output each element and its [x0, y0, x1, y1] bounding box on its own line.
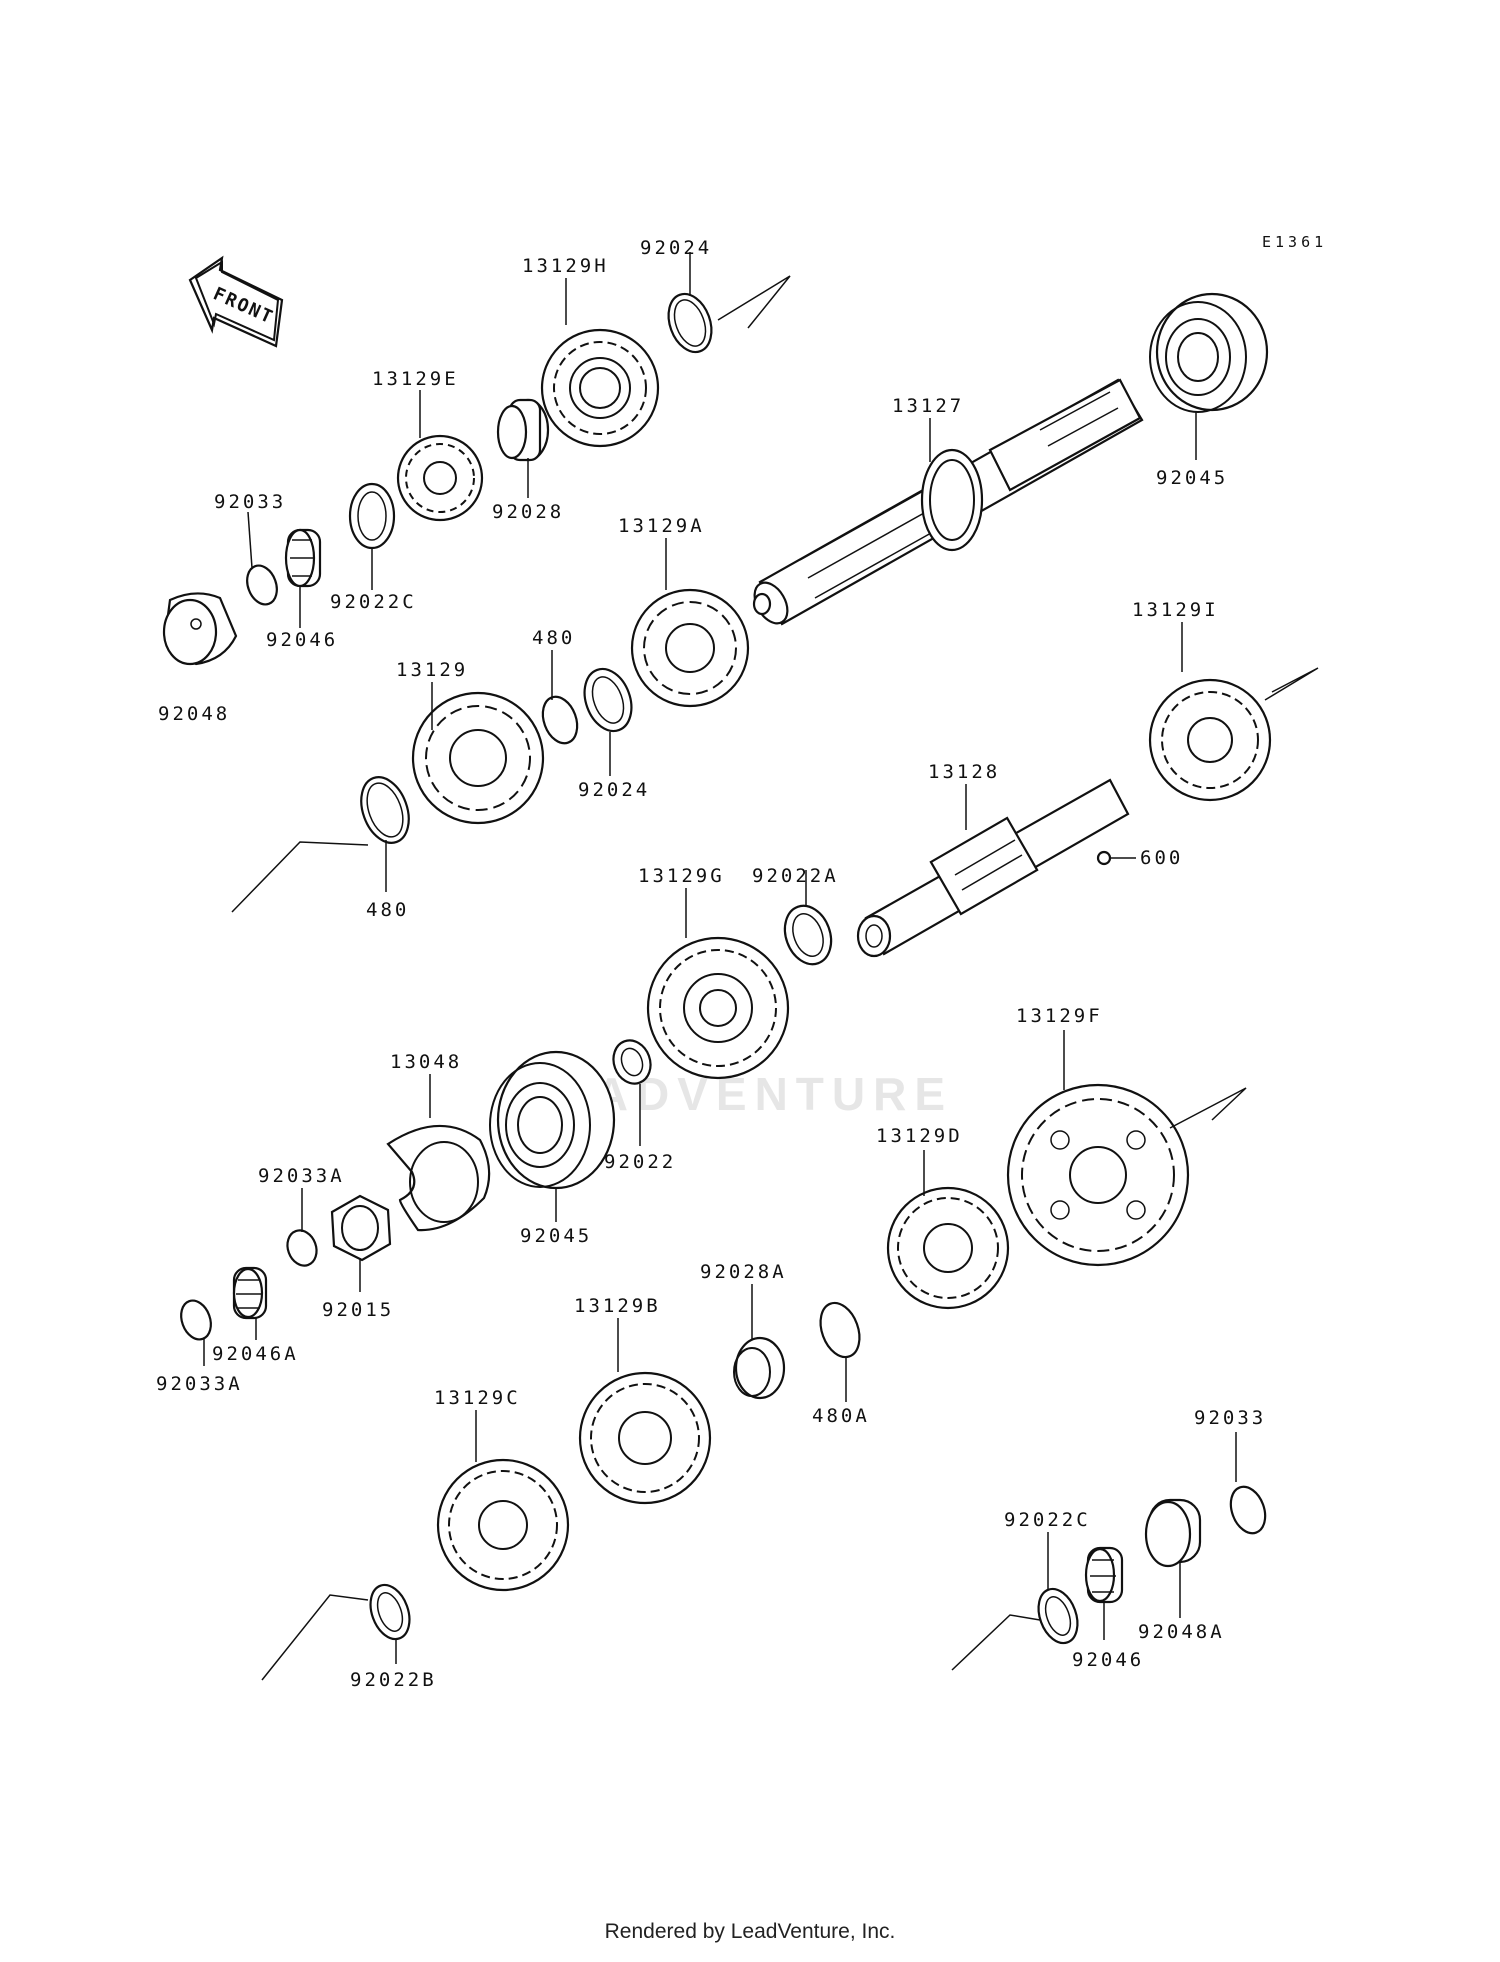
ring-92024-mid	[583, 667, 633, 733]
label-92022C-upper: 92022C	[330, 591, 417, 613]
needle-bearing-92046A	[232, 1266, 268, 1320]
gear-13129D	[886, 1186, 1010, 1310]
gear-13129G	[646, 936, 790, 1080]
label-92048A: 92048A	[1138, 1621, 1225, 1643]
label-92048: 92048	[158, 703, 230, 725]
collar-13048	[386, 1124, 491, 1232]
diagram-code: E1361	[1262, 233, 1327, 251]
label-13129H: 13129H	[522, 255, 609, 277]
label-13129C: 13129C	[434, 1387, 521, 1409]
footer-credit: Rendered by LeadVenture, Inc.	[604, 1920, 896, 1943]
circlip-92033A-lower	[180, 1299, 212, 1341]
label-92022B: 92022B	[350, 1669, 437, 1691]
gear-13129B	[578, 1371, 712, 1505]
gear-13129A	[630, 588, 750, 708]
label-92024-mid: 92024	[578, 779, 650, 801]
circlip-480A	[819, 1301, 861, 1359]
label-13129A: 13129A	[618, 515, 705, 537]
output-shaft-13127-drawing	[752, 378, 1144, 626]
label-92022: 92022	[604, 1151, 676, 1173]
label-13129E: 13129E	[372, 368, 459, 390]
gear-13129F	[1006, 1083, 1190, 1267]
ring-92024-upper	[667, 292, 713, 354]
bushing-92028	[496, 398, 550, 462]
leader-lines	[203, 252, 1237, 1664]
label-92015: 92015	[322, 1299, 394, 1321]
axis-lines	[231, 275, 1319, 1681]
label-92022C-lower: 92022C	[1004, 1509, 1091, 1531]
needle-bearing-92046-lower	[1084, 1546, 1124, 1604]
label-92046A: 92046A	[212, 1343, 299, 1365]
label-480-upper: 480	[532, 627, 575, 649]
ball-600	[1096, 850, 1112, 866]
label-92033-lower: 92033	[1194, 1407, 1266, 1429]
gear-13129E	[396, 434, 484, 522]
needle-bearing-92046-upper	[284, 528, 322, 588]
label-92028: 92028	[492, 501, 564, 523]
circlip-92033-upper	[246, 564, 278, 606]
collar-92048	[162, 592, 238, 666]
label-480-lower: 480	[366, 899, 409, 921]
label-13127: 13127	[892, 395, 964, 417]
washer-92022C-upper	[348, 482, 396, 550]
label-480A: 480A	[812, 1405, 870, 1427]
label-13129B: 13129B	[574, 1295, 661, 1317]
label-13129G: 13129G	[638, 865, 725, 887]
gear-13129I	[1148, 678, 1272, 802]
bearing-92045-lower	[489, 1050, 616, 1190]
gear-13129	[411, 691, 545, 825]
part-labels: 13129H 92024 13129E 92028 92033 92046 92…	[156, 237, 1266, 1691]
label-13129: 13129	[396, 659, 468, 681]
label-13128: 13128	[928, 761, 1000, 783]
label-13048: 13048	[390, 1051, 462, 1073]
washer-92022	[612, 1039, 652, 1085]
label-92033A-upper: 92033A	[258, 1165, 345, 1187]
label-92033-upper: 92033	[214, 491, 286, 513]
label-600: 600	[1140, 847, 1183, 869]
circlip-480-lower	[360, 776, 410, 844]
label-92045-upper: 92045	[1156, 467, 1228, 489]
collar-92048A	[1144, 1498, 1202, 1568]
label-92046-lower: 92046	[1072, 1649, 1144, 1671]
label-92028A: 92028A	[700, 1261, 787, 1283]
label-92033A-lower: 92033A	[156, 1373, 243, 1395]
bearing-92045-upper	[1149, 292, 1269, 413]
circlip-92033A-upper	[286, 1229, 318, 1267]
label-13129I: 13129I	[1132, 599, 1219, 621]
label-92045-lower: 92045	[520, 1225, 592, 1247]
circlip-480-upper	[541, 695, 579, 745]
nut-92015	[330, 1194, 392, 1262]
circlip-92033-lower	[1229, 1485, 1267, 1535]
gear-13129H	[540, 328, 660, 448]
label-92024-upper: 92024	[640, 237, 712, 259]
bushing-92028A	[733, 1336, 786, 1400]
front-arrow-icon: FRONT	[188, 255, 284, 348]
label-92022A: 92022A	[752, 865, 839, 887]
label-13129F: 13129F	[1016, 1005, 1103, 1027]
washer-92022C-lower	[1037, 1587, 1079, 1645]
washer-92022A	[783, 904, 833, 966]
label-92046-upper: 92046	[266, 629, 338, 651]
gear-13129C	[436, 1458, 570, 1592]
washer-92022B	[369, 1583, 411, 1641]
countershaft-13128-drawing	[856, 778, 1130, 958]
label-13129D: 13129D	[876, 1125, 963, 1147]
